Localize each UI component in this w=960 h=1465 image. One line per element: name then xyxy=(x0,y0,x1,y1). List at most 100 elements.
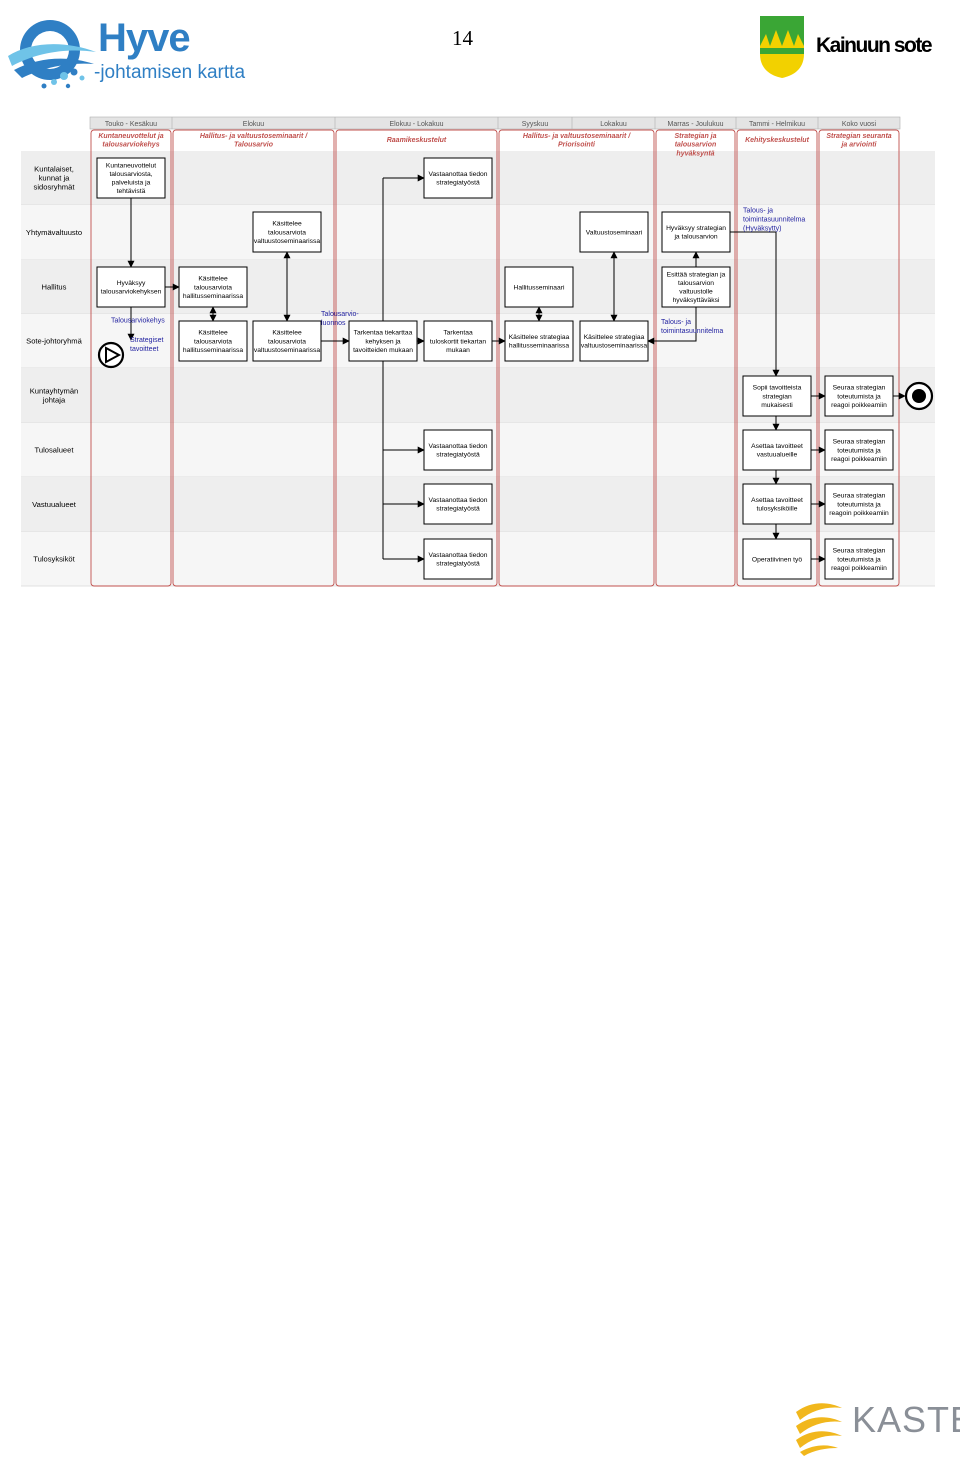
activity-box-text: Valtuustoseminaari xyxy=(586,229,643,236)
period-label: Elokuu xyxy=(243,121,265,128)
activity-box-frame xyxy=(661,211,731,253)
phase-column xyxy=(498,129,655,587)
activity-box-frame xyxy=(252,320,322,362)
events xyxy=(97,341,934,411)
hyve-logo-graphic xyxy=(8,20,96,89)
activity-box-text: Hallitusseminaari xyxy=(514,284,565,291)
period-label: Syyskuu xyxy=(522,121,549,128)
kainuu-sote-text: Kainuun sote xyxy=(816,34,933,57)
hyve-logo: Hyve -johtamisen kartta xyxy=(4,12,246,90)
activity-box-frame xyxy=(423,483,493,525)
activity-box-frame xyxy=(423,320,493,362)
end-event-icon xyxy=(904,381,934,411)
connector-hyvaksyy-to-sopii xyxy=(730,231,780,377)
activity-box-frame xyxy=(824,483,894,525)
activity-box-frame xyxy=(423,157,493,199)
swimlane-label: Hallitus xyxy=(42,283,67,292)
kainuu-sote-logo: Kainuun sote xyxy=(758,14,948,80)
phase-label: Raamikeskustelut xyxy=(387,137,447,144)
activity-box-frame xyxy=(579,320,649,362)
activity-box-operatiivinen-tyo: Operatiivinen työ xyxy=(742,538,812,580)
swimlane-label: Vastuualueet xyxy=(32,500,77,509)
period-label: Koko vuosi xyxy=(842,121,877,128)
activity-box-frame xyxy=(96,157,166,199)
period-label: Tammi - Helmikuu xyxy=(749,121,805,128)
activity-box-text: Operatiivinen työ xyxy=(752,556,802,563)
activity-box-frame xyxy=(824,538,894,580)
phase-label: Hallitus- ja valtuustoseminaarit /Talous… xyxy=(200,133,308,149)
swimlane-label: Tulosyksiköt xyxy=(33,555,75,564)
activity-box-frame xyxy=(96,266,166,308)
activity-box-valtuustoseminaari: Valtuustoseminaari xyxy=(579,211,649,253)
activity-box-frame xyxy=(348,320,418,362)
activity-box-frame xyxy=(504,320,574,362)
activity-box-frame xyxy=(742,429,812,471)
swimlane-label: Tulosalueet xyxy=(35,446,75,455)
activity-box-frame xyxy=(252,211,322,253)
activity-box-frame xyxy=(178,266,248,308)
connector-esittaa-to-sote xyxy=(647,307,697,345)
period-header-bar xyxy=(89,116,901,130)
kaste-swoosh-icon xyxy=(796,1403,842,1456)
phase-column xyxy=(655,129,736,587)
activity-box-hallitusseminaari: Hallitusseminaari xyxy=(504,266,574,308)
hyve-subtitle: -johtamisen kartta xyxy=(94,62,246,83)
activity-box-frame xyxy=(423,429,493,471)
period-label: Touko - Kesäkuu xyxy=(105,121,157,128)
start-event-icon xyxy=(97,341,125,369)
activity-box-frame xyxy=(579,211,649,253)
phase-column xyxy=(818,129,900,587)
activity-box-frame xyxy=(742,375,812,417)
period-label: Lokakuu xyxy=(600,121,627,128)
activity-box-frame xyxy=(742,483,812,525)
swimlane-band xyxy=(21,205,935,260)
flow-connectors xyxy=(127,174,906,563)
kaste-text: KASTE xyxy=(852,1399,960,1440)
